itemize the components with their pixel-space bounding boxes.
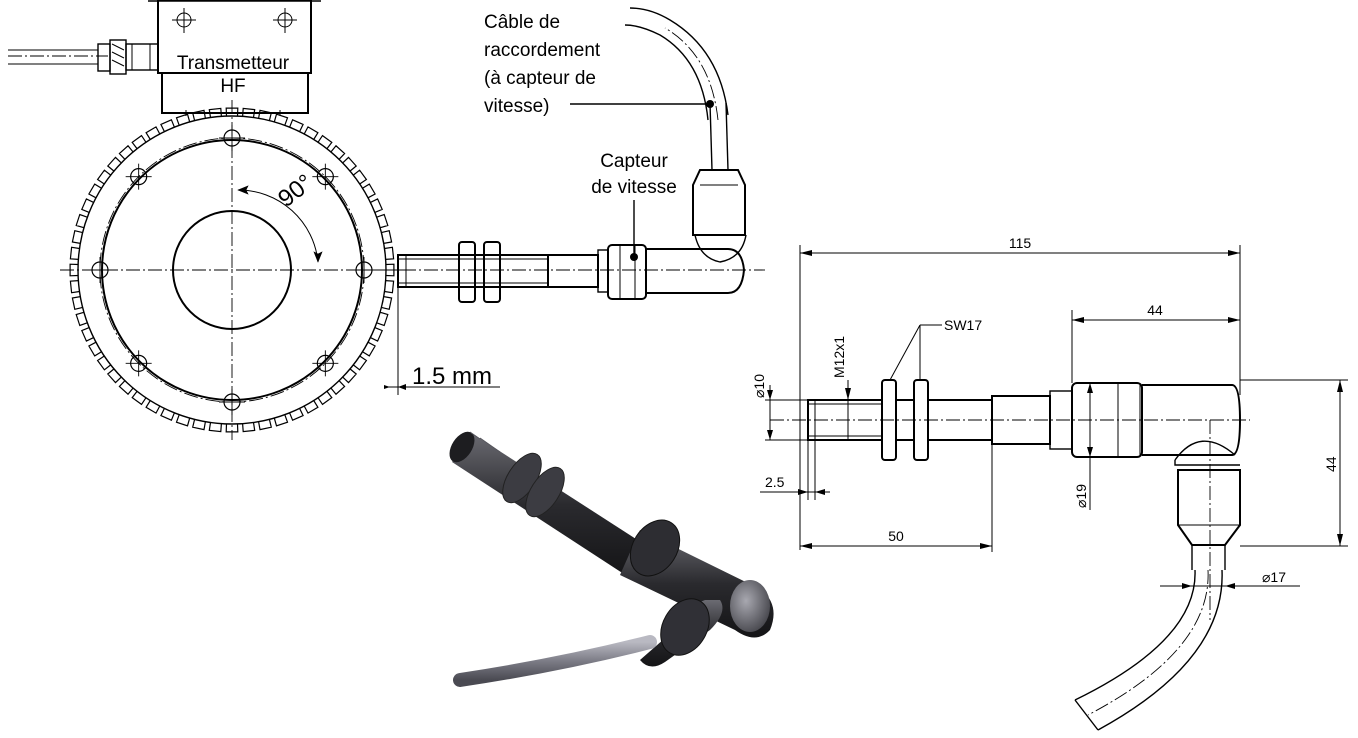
bolt-hole <box>312 163 339 190</box>
dim-wrench-size: SW17 <box>944 317 982 333</box>
transmitter-label-line2: HF <box>220 76 245 97</box>
transmitter-label-line1: Transmetteur <box>177 53 290 74</box>
sensor-side-view: 1.5 mm <box>380 7 765 395</box>
angle-label: 90° <box>273 169 318 213</box>
dim-thread: M12x1 <box>831 336 847 378</box>
dim-thread-diameter: ⌀10 <box>751 374 767 398</box>
dim-connector-length: 44 <box>1147 302 1163 318</box>
bolt-hole <box>125 163 152 190</box>
dim-thread-length: 50 <box>888 528 904 544</box>
gap-label: 1.5 mm <box>412 363 492 390</box>
cable-label-line1: Câble de <box>484 12 560 33</box>
cable-label-line3: (à capteur de <box>484 68 596 89</box>
hf-transmitter: Transmetteur HF <box>8 0 321 116</box>
cable-label-line4: vitesse) <box>484 96 549 117</box>
sensor-3d-render <box>449 431 774 687</box>
dim-tip-length: 2.5 <box>765 474 785 490</box>
wheel-bolt-holes <box>87 125 377 415</box>
bolt-hole <box>312 350 339 377</box>
dim-body-diameter: ⌀19 <box>1073 484 1089 508</box>
cable-label-line2: raccordement <box>484 40 601 61</box>
bolt-hole <box>351 257 377 283</box>
callouts: Câble de raccordement (à capteur de vite… <box>484 12 714 261</box>
dim-height: 44 <box>1323 456 1339 472</box>
bolt-hole <box>125 350 152 377</box>
toothed-wheel: 90° <box>60 100 405 440</box>
dim-overall-length: 115 <box>1009 235 1032 251</box>
bolt-hole <box>219 389 245 415</box>
bolt-hole <box>87 257 113 283</box>
bolt-hole <box>219 125 245 151</box>
sensor-label-line2: de vitesse <box>591 177 677 198</box>
dim-plug-diameter: ⌀17 <box>1262 569 1286 585</box>
sensor-dimensioned-view: 115 44 SW17 M12x1 ⌀10 2.5 50 ⌀19 44 <box>751 235 1348 731</box>
sensor-label-line1: Capteur <box>600 151 668 172</box>
